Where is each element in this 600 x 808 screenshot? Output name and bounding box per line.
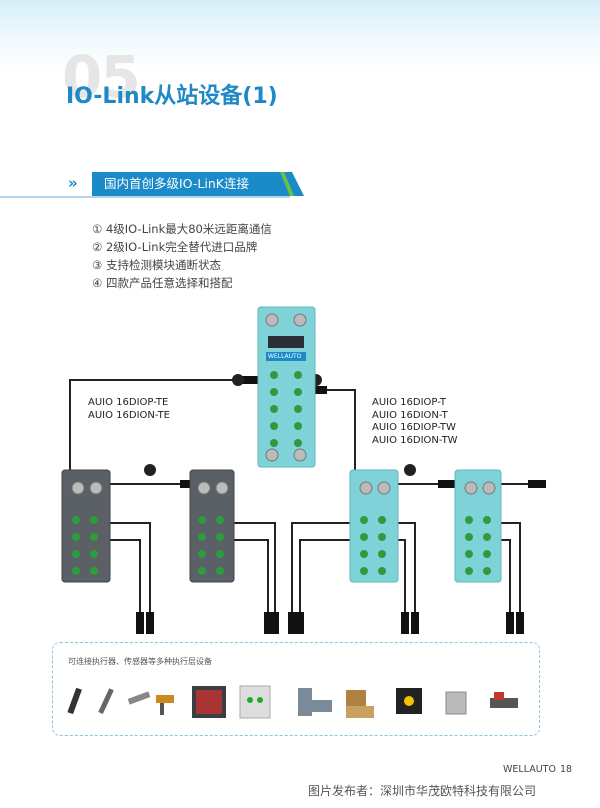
watermark: 图片发布者：深圳市华茂欧特科技有限公司 (308, 784, 537, 798)
model-label: AUIO 16DION-TW (372, 434, 458, 446)
banner-underline (0, 196, 290, 198)
section-banner: 国内首创多级IO-LinK连接 (92, 172, 304, 196)
brand-badge: WELLAUTO (268, 353, 302, 360)
flow-meter-icon (302, 700, 332, 712)
feature-item: ① 4级IO-Link最大80米远距离通信 (92, 222, 272, 236)
model-label: AUIO 16DION-TE (88, 409, 171, 421)
power-meter-icon (192, 686, 226, 718)
feature-list: ① 4级IO-Link最大80米远距离通信 ② 2级IO-Link完全替代进口品… (92, 220, 272, 292)
feature-item: ② 2级IO-Link完全替代进口品牌 (92, 240, 258, 254)
page-number: 18 (560, 764, 573, 775)
solenoid-valve-icon (346, 690, 374, 718)
header-band (0, 0, 600, 70)
feature-item: ③ 支持检测模块通断状态 (92, 258, 221, 272)
button-box-icon (239, 685, 271, 719)
chevron-icon: » (68, 174, 78, 192)
probe-sensor-icon (98, 688, 114, 714)
model-label: AUIO 16DIOP-TE (88, 397, 169, 408)
section-number: 05 (62, 43, 141, 111)
devices-caption: 可连接执行器、传感器等多种执行层设备 (68, 657, 212, 666)
feature-item: ④ 四款产品任意选择和搭配 (92, 276, 233, 290)
right-model-labels: AUIO 16DIOP-T AUIO 16DION-T AUIO 16DIOP-… (372, 397, 458, 447)
left-model-labels: AUIO 16DIOP-TE AUIO 16DION-TE (88, 397, 170, 422)
cylinder-sensor-icon (67, 687, 82, 715)
model-label: AUIO 16DIOP-TW (372, 422, 456, 433)
footer-brand: WELLAUTO (503, 764, 556, 775)
proximity-sensor-icon (127, 691, 151, 705)
devices-box (52, 642, 540, 736)
camera-sensor-icon (396, 688, 422, 714)
model-label: AUIO 16DIOP-T (372, 397, 447, 408)
model-label: AUIO 16DION-T (372, 409, 448, 421)
page-title: IO-Link从站设备(1) (66, 84, 278, 109)
load-cell-icon (445, 691, 467, 715)
actuator-icon (490, 692, 518, 708)
photo-sensor-icon (156, 695, 174, 715)
